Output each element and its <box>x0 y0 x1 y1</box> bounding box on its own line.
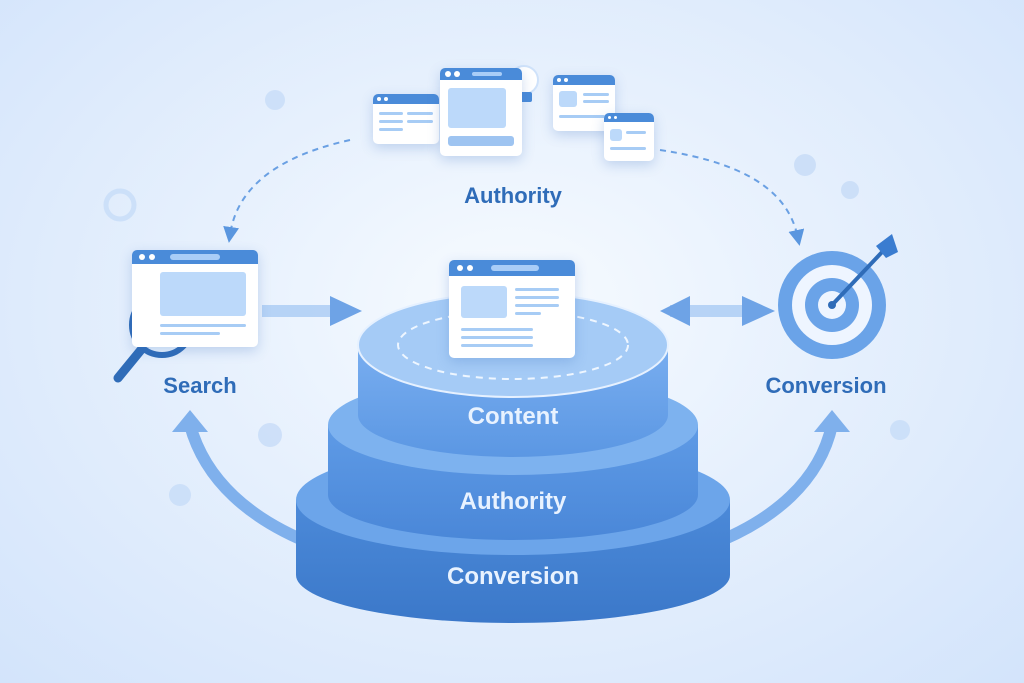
tier-conversion-label: Conversion <box>446 563 580 590</box>
authority-window-small <box>604 113 654 161</box>
decorative-gears <box>103 90 910 506</box>
conversion-label: Conversion <box>765 373 887 398</box>
tier-authority-label: Authority <box>459 488 567 515</box>
search-label: Search <box>163 373 237 398</box>
top-authority-label: Authority <box>464 183 562 208</box>
authority-window-left <box>373 94 439 144</box>
content-window <box>449 260 575 358</box>
search-window <box>132 250 258 347</box>
tier-content-label: Content <box>467 403 559 430</box>
target-icon <box>778 234 898 359</box>
authority-window-main <box>440 68 522 156</box>
